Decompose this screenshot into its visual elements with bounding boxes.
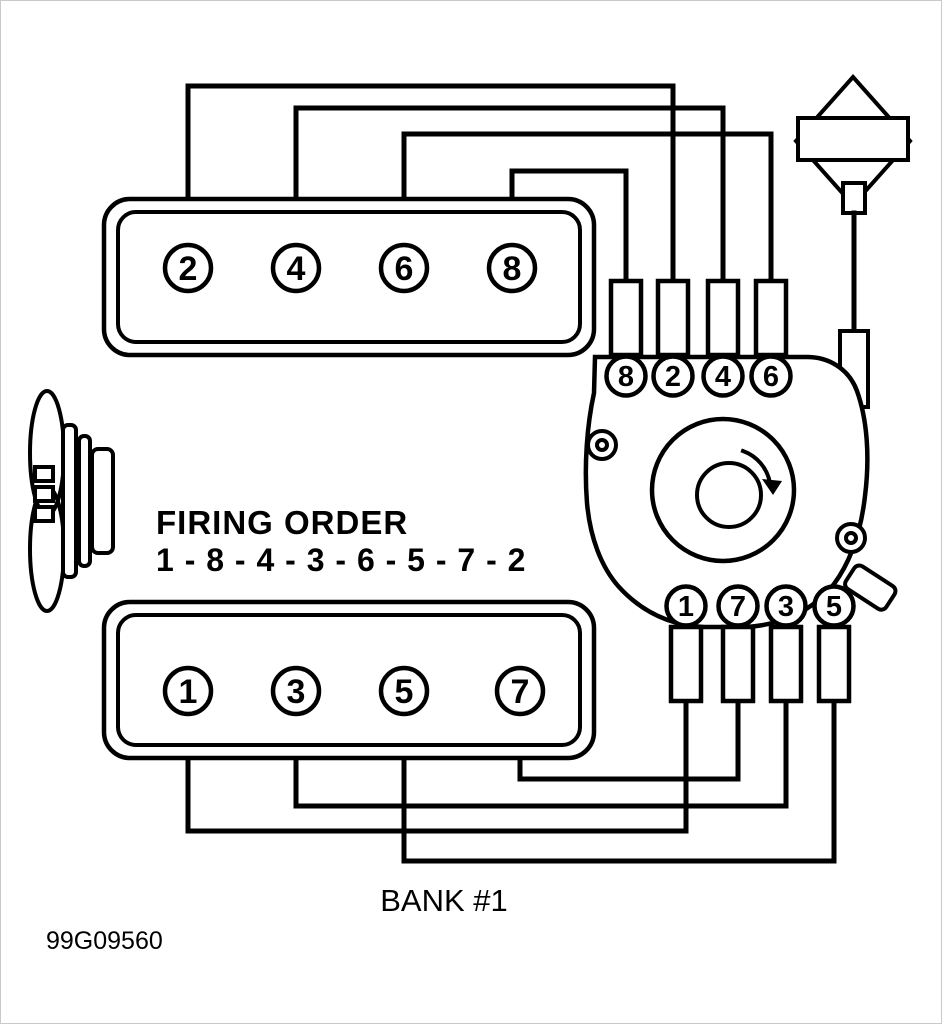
coil-terminal [841, 181, 867, 215]
cylinder-4-marker [270, 242, 322, 294]
cylinder-2-label: 2 [179, 250, 198, 288]
cylinder-8-marker [486, 242, 538, 294]
distributor-rotor-circle [649, 416, 797, 564]
cylinder-2-marker [162, 242, 214, 294]
terminal-8-label: 8 [618, 361, 634, 393]
plug-wire-cylinder-5 [401, 697, 837, 864]
mount-hole-right [835, 522, 867, 554]
pulley-groove [77, 434, 92, 568]
terminal-5-label: 5 [826, 591, 842, 623]
cylinder-5-label: 5 [395, 673, 414, 711]
cylinder-3-marker [270, 665, 322, 717]
terminal-4-marker [701, 354, 745, 398]
plug-wires-upper-bank [185, 83, 774, 286]
terminal-6-marker [749, 354, 793, 398]
cylinder-3-label: 3 [287, 673, 306, 711]
terminal-3-marker [764, 584, 808, 628]
terminal-2-label: 2 [665, 361, 681, 393]
distributor-bottom-terminals: 1 7 3 5 [664, 584, 856, 704]
distributor-shaft-circle [695, 461, 763, 529]
cap-tower-8 [608, 278, 644, 358]
lower-valve-cover [101, 599, 597, 761]
cylinder-7-marker [494, 665, 546, 717]
mount-hole-right-center [844, 531, 858, 545]
terminal-7-marker [716, 584, 760, 628]
lower-valve-cover-inner-line [116, 613, 582, 747]
terminal-1-label: 1 [678, 591, 694, 623]
firing-order-sequence: 1 - 8 - 4 - 3 - 6 - 5 - 7 - 2 [156, 542, 526, 578]
terminal-6-label: 6 [763, 361, 779, 393]
upper-valve-cover-outline [101, 196, 597, 358]
distributor-fitting [843, 563, 898, 612]
terminal-2-marker [651, 354, 695, 398]
upper-valve-cover-inner-line [116, 210, 582, 344]
cylinder-6-label: 6 [395, 250, 414, 288]
fan-hub-detail [33, 465, 55, 483]
fan-hub-detail [33, 485, 55, 503]
cylinder-7-label: 7 [511, 673, 530, 711]
rotation-arrow [740, 448, 773, 486]
distributor-top-terminals: 8 2 4 6 [604, 278, 793, 398]
rotation-arrow-head [762, 479, 782, 495]
cap-tower-6 [753, 278, 789, 358]
cylinder-1-marker [162, 665, 214, 717]
cylinder-4-label: 4 [287, 250, 306, 288]
mount-hole-left [586, 429, 618, 461]
fan-and-pulley [28, 389, 115, 613]
mount-hole-left-center [595, 438, 609, 452]
lower-valve-cover-outline [101, 599, 597, 761]
plug-wire-cylinder-1 [185, 697, 689, 834]
cap-tower-7 [720, 624, 756, 704]
terminal-1-marker [664, 584, 708, 628]
cylinder-6-marker [378, 242, 430, 294]
cap-tower-2 [655, 278, 691, 358]
fan-hub-detail [33, 505, 55, 523]
cylinder-5-marker [378, 665, 430, 717]
upper-bank-cylinder-markers: 2 4 6 8 [162, 242, 538, 294]
plug-wire-cylinder-2 [185, 83, 676, 286]
cylinder-1-label: 1 [179, 673, 198, 711]
text-labels: FIRING ORDER 1 - 8 - 4 - 3 - 6 - 5 - 7 -… [46, 504, 526, 955]
cap-tower-5 [816, 624, 852, 704]
upper-valve-cover [101, 196, 597, 358]
firing-order-title: FIRING ORDER [156, 504, 408, 541]
lower-bank-cylinder-markers: 1 3 5 7 [162, 665, 546, 717]
terminal-4-label: 4 [715, 361, 731, 393]
plug-wire-cylinder-4 [293, 105, 726, 286]
cap-tower-4 [705, 278, 741, 358]
bank-1-label: BANK #1 [380, 883, 508, 918]
cap-tower-3 [768, 624, 804, 704]
cylinder-8-label: 8 [503, 250, 522, 288]
terminal-5-marker [812, 584, 856, 628]
coil-band [796, 116, 910, 162]
distributor [583, 354, 898, 630]
figure-code: 99G09560 [46, 927, 163, 955]
terminal-3-label: 3 [778, 591, 794, 623]
cap-tower-1 [668, 624, 704, 704]
terminal-8-marker [604, 354, 648, 398]
terminal-7-label: 7 [730, 591, 746, 623]
pulley-groove [61, 423, 78, 579]
pulley-hub [90, 447, 115, 555]
plug-wire-cylinder-6 [401, 131, 774, 286]
